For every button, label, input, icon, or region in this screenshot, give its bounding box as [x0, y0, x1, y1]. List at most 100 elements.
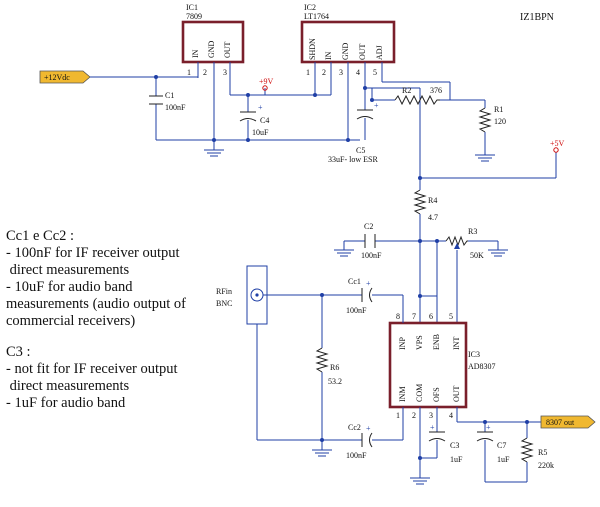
junction	[320, 293, 324, 297]
junction	[313, 93, 317, 97]
ic2-num-4: 4	[356, 68, 360, 77]
regulator-pin-stubs	[197, 62, 383, 140]
r5-ref: R5	[538, 448, 547, 457]
r4-ref: R4	[428, 196, 437, 205]
r3-value: 50K	[470, 251, 484, 260]
ic1-ref: IC1	[186, 3, 198, 12]
c1-symbol	[149, 95, 163, 105]
c2-ref: C2	[364, 222, 373, 231]
ic3-pin-inm: INM	[398, 386, 407, 402]
c5-ref: C5	[356, 146, 365, 155]
ic3-pin-int: INT	[452, 337, 461, 350]
c3-ref: C3	[450, 441, 459, 450]
r6-symbol	[315, 347, 329, 373]
c4-ref: C4	[260, 116, 269, 125]
note-line: direct measurements	[6, 262, 130, 278]
author-label: IZ1BPN	[520, 12, 554, 23]
ic3-pin-enb: ENB	[432, 334, 441, 350]
junction	[418, 239, 422, 243]
cc1-value: 100nF	[346, 306, 367, 315]
cc1-ref: Cc1	[348, 277, 361, 286]
cc2-value: 100nF	[346, 451, 367, 460]
ic2-pin-in: IN	[324, 51, 333, 60]
ic3-body	[388, 321, 468, 409]
r3-wiper	[454, 243, 460, 249]
junction	[435, 239, 439, 243]
ic3-part: AD8307	[468, 362, 496, 371]
net-tag-out	[540, 415, 596, 429]
r5-symbol	[520, 437, 534, 463]
c5-symbol	[356, 109, 374, 120]
c3-plus: +	[430, 423, 435, 432]
note-line: - 100nF for IF receiver output	[6, 245, 180, 261]
cc1-symbol	[361, 287, 373, 303]
r2-ref: R2	[402, 86, 411, 95]
ic1-body	[181, 20, 245, 64]
bnc-label: BNC	[216, 299, 232, 308]
ic2-num-1: 1	[306, 68, 310, 77]
ic3-input-wiring	[256, 294, 541, 483]
ic3-pin-vps: VPS	[415, 335, 424, 350]
ic3-pin-inp: INP	[398, 337, 407, 350]
ic2-part: LT1764	[304, 12, 329, 21]
ic1-num-3: 3	[223, 68, 227, 77]
cc2-ref: Cc2	[348, 423, 361, 432]
ic1-num-2: 2	[203, 68, 207, 77]
junction	[212, 138, 216, 142]
r4-symbol	[413, 189, 427, 215]
note-line: C3 :	[6, 344, 31, 360]
design-notes: Cc1 e Cc2 : - 100nF for IF receiver outp…	[6, 228, 186, 411]
junction	[320, 438, 324, 442]
c3-symbol	[428, 431, 446, 442]
junction	[246, 93, 250, 97]
note-line: - not fit for IF receiver output	[6, 361, 178, 377]
c4-plus: +	[258, 103, 263, 112]
net-9v-label: +9V	[259, 77, 274, 86]
r5-value: 220k	[538, 461, 554, 470]
ic1-pin-gnd: GND	[207, 40, 216, 58]
c5-plus: +	[374, 101, 379, 110]
bnc-pin	[255, 293, 259, 297]
net-out-label: 8307 out	[546, 418, 575, 427]
note-line: measurements (audio output of	[6, 296, 186, 312]
ic3-num-2: 2	[412, 411, 416, 420]
junction	[363, 86, 367, 90]
ic2-num-2: 2	[322, 68, 326, 77]
ic2-pin-adj: ADJ	[375, 45, 384, 60]
cc2-plus: +	[366, 424, 371, 433]
note-line: direct measurements	[6, 378, 130, 394]
net-12v-label: +12Vdc	[44, 73, 70, 82]
ic2-num-5: 5	[373, 68, 377, 77]
ic2-pin-shdn: SHDN	[308, 38, 317, 60]
ground-symbols	[204, 149, 508, 485]
c2-symbol	[364, 234, 376, 248]
ic2-ref: IC2	[304, 3, 316, 12]
r4-value: 4.7	[428, 213, 438, 222]
c4-value: 10uF	[252, 128, 269, 137]
ic2-pin-out: OUT	[358, 43, 367, 60]
note-line: - 10uF for audio band	[6, 279, 133, 295]
r1-ref: R1	[494, 105, 503, 114]
ic3-pin-out: OUT	[452, 385, 461, 402]
note-line: - 1uF for audio band	[6, 395, 126, 411]
note-line: commercial receivers)	[6, 313, 135, 329]
c3-value: 1uF	[450, 455, 463, 464]
net-9v-point	[262, 85, 268, 91]
r6-value: 53.2	[328, 377, 342, 386]
junction	[418, 294, 422, 298]
c4-symbol	[239, 111, 257, 122]
c1-ref: C1	[165, 91, 174, 100]
ic3-pin-com: COM	[415, 384, 424, 402]
junction	[483, 420, 487, 424]
junction	[525, 420, 529, 424]
junction	[370, 98, 374, 102]
note-line: Cc1 e Cc2 :	[6, 228, 74, 244]
c1-value: 100nF	[165, 103, 186, 112]
c7-ref: C7	[497, 441, 506, 450]
c2-value: 100nF	[361, 251, 382, 260]
net-tag-12v	[39, 70, 91, 84]
cc1-plus: +	[366, 279, 371, 288]
net-5v-point	[553, 147, 559, 153]
ic3-ref: IC3	[468, 350, 480, 359]
c7-value: 1uF	[497, 455, 510, 464]
